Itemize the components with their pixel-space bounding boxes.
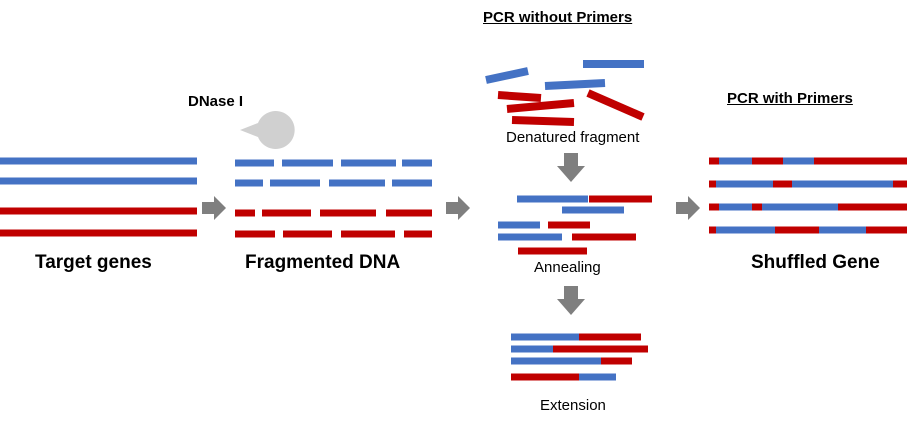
dna-fragment xyxy=(386,209,432,217)
dnase-pacman-icon xyxy=(240,111,295,149)
process-arrow-icon xyxy=(557,286,585,315)
extended-strand xyxy=(601,357,632,365)
denatured-fragment xyxy=(511,116,575,126)
dna-fragment xyxy=(262,209,311,217)
dna-fragment xyxy=(402,159,432,167)
extended-strand xyxy=(579,373,616,381)
dna-fragment xyxy=(235,230,275,238)
target-gene-strand xyxy=(0,229,197,237)
shuffled-gene-segment xyxy=(814,157,907,165)
dna-fragment xyxy=(235,179,263,187)
label-extension: Extension xyxy=(540,397,606,414)
shuffled-gene-segment xyxy=(709,226,716,234)
extended-strand xyxy=(511,373,579,381)
denatured-fragment xyxy=(544,79,606,90)
dna-fragment xyxy=(329,179,385,187)
annealed-fragment xyxy=(589,195,652,203)
label-dnase: DNase I xyxy=(188,93,244,110)
shuffled-gene-segment xyxy=(893,180,907,188)
shuffled-gene-segment xyxy=(783,157,814,165)
dna-fragment xyxy=(282,159,333,167)
dna-fragment xyxy=(283,230,332,238)
dna-fragment xyxy=(270,179,320,187)
dna-fragment xyxy=(392,179,432,187)
shuffled-gene-segment xyxy=(752,157,783,165)
shuffled-gene-segment xyxy=(792,180,893,188)
label-shuffled-gene: Shuffled Gene xyxy=(751,252,880,273)
annealed-fragment xyxy=(517,195,588,203)
extended-strand xyxy=(511,345,553,353)
shuffled-gene-segment xyxy=(716,180,773,188)
dna-fragment xyxy=(320,209,376,217)
annealed-fragment xyxy=(498,233,562,241)
label-annealing: Annealing xyxy=(534,259,601,276)
denatured-fragment xyxy=(586,89,645,121)
process-arrow-icon xyxy=(557,153,585,182)
shuffled-gene-segment xyxy=(866,226,907,234)
annealed-fragment xyxy=(518,247,587,255)
shuffled-gene-segment xyxy=(709,180,716,188)
annealed-fragment xyxy=(548,221,590,229)
shuffled-gene-segment xyxy=(709,203,719,211)
label-pcr-without-primers: PCR without Primers xyxy=(483,9,633,26)
shuffled-gene-segment xyxy=(775,226,819,234)
shuffled-gene-segment xyxy=(819,226,866,234)
shuffled-gene-segment xyxy=(773,180,792,188)
shuffled-gene-segment xyxy=(716,226,775,234)
label-pcr-with-primers: PCR with Primers xyxy=(727,90,853,107)
denatured-fragment xyxy=(485,67,529,84)
shuffled-gene-segment xyxy=(719,157,752,165)
dna-fragment xyxy=(404,230,432,238)
shuffled-gene-segment xyxy=(719,203,752,211)
process-arrow-icon xyxy=(202,196,226,220)
denatured-fragment xyxy=(506,99,575,113)
dna-fragment xyxy=(235,159,274,167)
shuffled-gene-segment xyxy=(709,157,719,165)
annealed-fragment xyxy=(572,233,636,241)
label-target-genes: Target genes xyxy=(35,252,152,273)
extended-strand xyxy=(579,333,641,341)
dna-fragment xyxy=(341,230,395,238)
shuffled-gene-segment xyxy=(762,203,838,211)
process-arrow-icon xyxy=(446,196,470,220)
shuffled-gene-segment xyxy=(752,203,762,211)
annealed-fragment xyxy=(562,206,624,214)
process-arrow-icon xyxy=(676,196,700,220)
label-fragmented-dna: Fragmented DNA xyxy=(245,252,401,273)
target-gene-strand xyxy=(0,157,197,165)
denatured-fragment xyxy=(497,91,542,102)
extended-strand xyxy=(511,333,579,341)
annealed-fragment xyxy=(498,221,540,229)
label-denatured-fragment: Denatured fragment xyxy=(506,129,640,146)
target-gene-strand xyxy=(0,177,197,185)
extended-strand xyxy=(553,345,648,353)
target-gene-strand xyxy=(0,207,197,215)
shuffled-gene-segment xyxy=(838,203,907,211)
dna-fragment xyxy=(341,159,396,167)
extended-strand xyxy=(511,357,601,365)
dna-fragment xyxy=(235,209,255,217)
